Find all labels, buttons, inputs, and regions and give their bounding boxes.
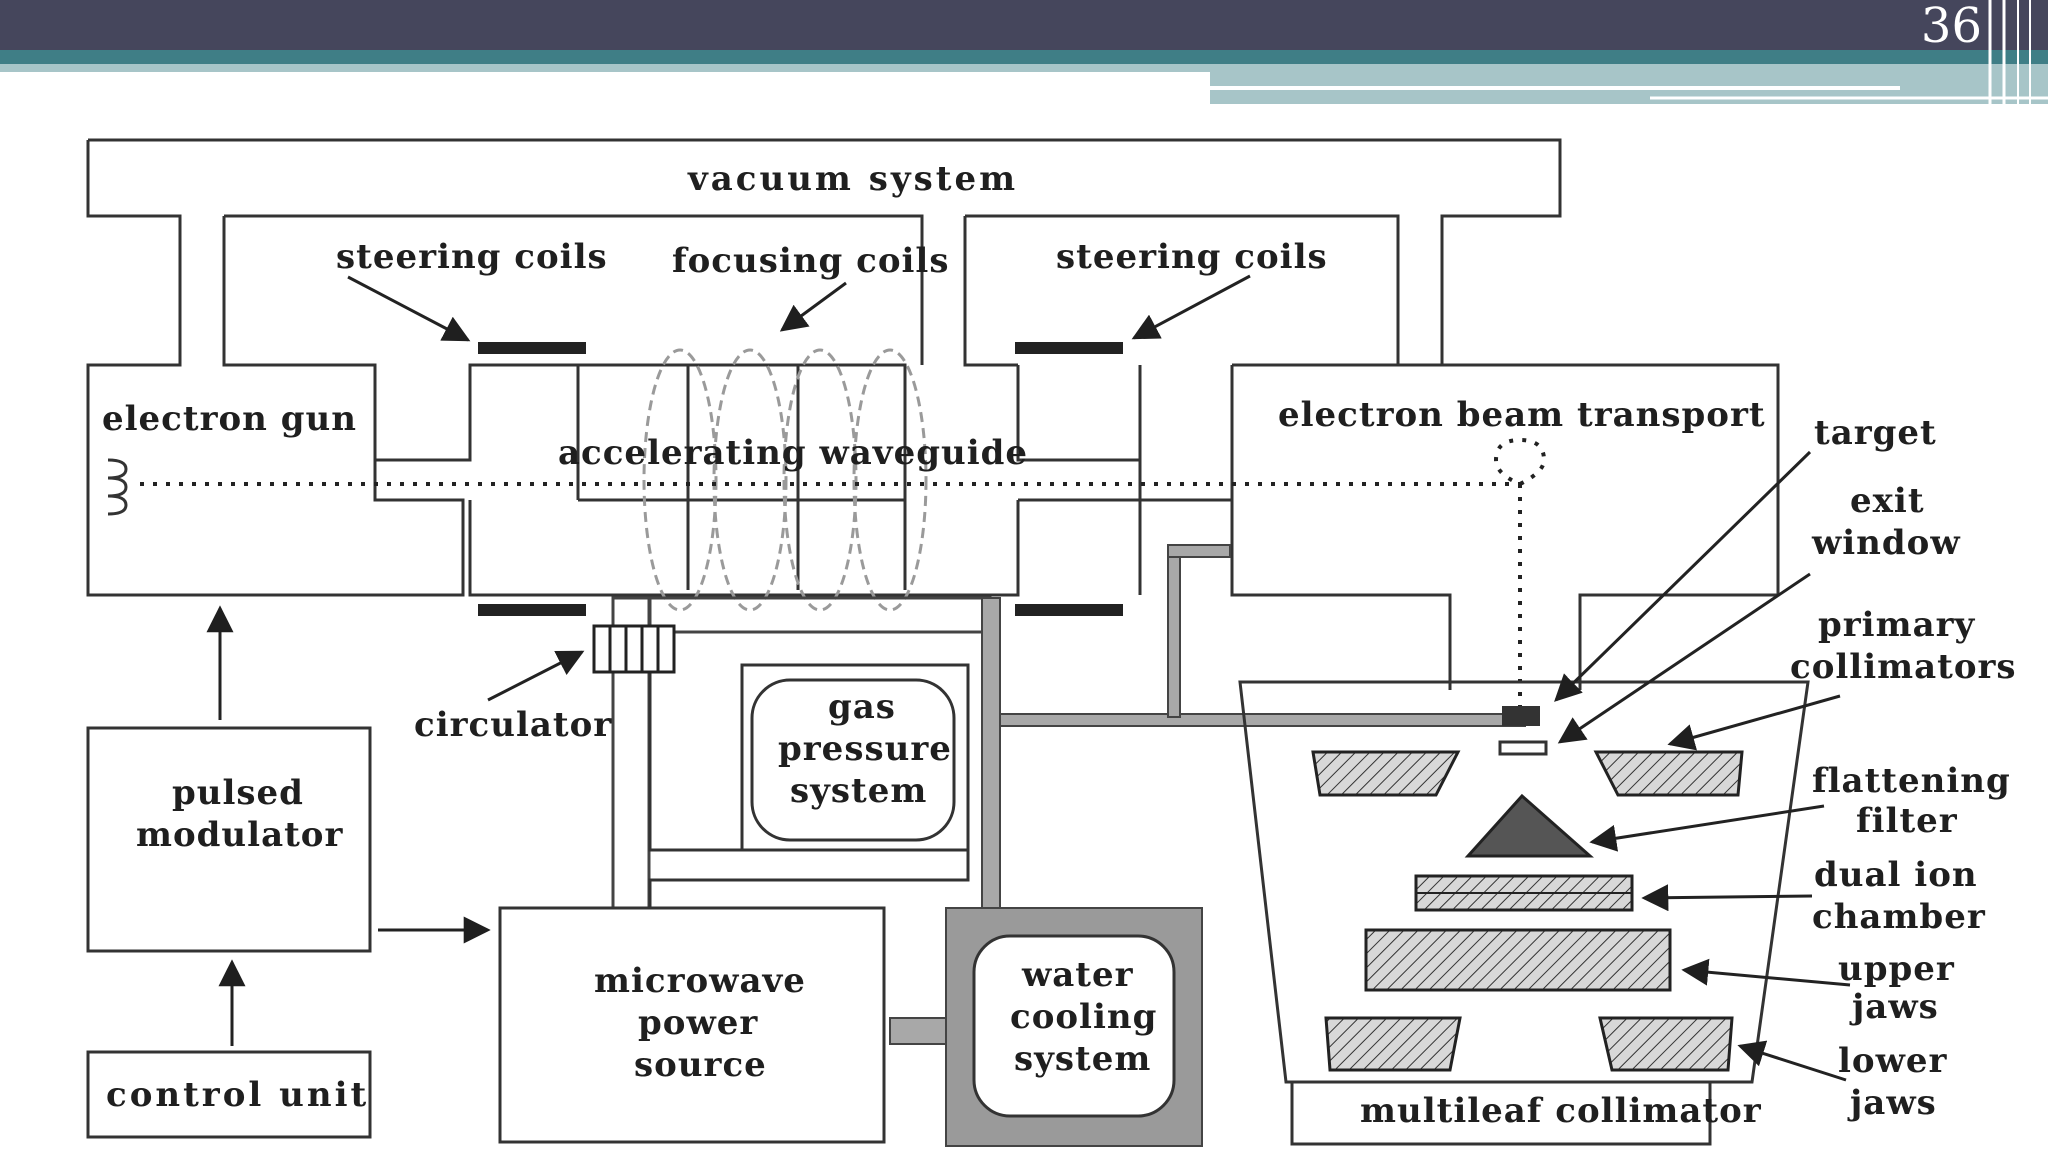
slide-header — [0, 0, 2048, 104]
label-collimators: collimators — [1790, 647, 2017, 687]
label-power: power — [638, 1003, 758, 1043]
label-microwave: microwave — [594, 961, 806, 1001]
focusing-coils — [642, 348, 928, 612]
label-flattening: flattening — [1812, 761, 2011, 801]
electron-beam-path — [140, 437, 1547, 712]
label-exit: exit — [1850, 481, 1925, 521]
slide-number: 36 — [1920, 0, 1982, 54]
primary-collimator-right — [1593, 750, 1744, 797]
label-lower-jaws: jaws — [1847, 1083, 1937, 1123]
pulsed-modulator-box — [86, 726, 372, 953]
steering-coil-right-bottom — [1015, 604, 1123, 616]
label-pulsed: pulsed — [172, 773, 304, 813]
label-lower: lower — [1838, 1041, 1947, 1081]
label-dual-ion: dual ion — [1814, 855, 1978, 895]
label-accelerating-waveguide: accelerating waveguide — [558, 433, 1028, 473]
water-pipes — [889, 544, 1526, 1045]
label-electron-gun: electron gun — [102, 399, 357, 439]
label-upper-jaws: jaws — [1849, 987, 1939, 1027]
label-target: target — [1814, 413, 1937, 453]
primary-collimator-left — [1311, 750, 1461, 797]
label-pressure: pressure — [778, 729, 952, 769]
label-vacuum-system: vacuum system — [687, 159, 1018, 199]
label-window: window — [1811, 523, 1961, 563]
exit-window — [1498, 740, 1548, 756]
label-multileaf-collimator: multileaf collimator — [1360, 1091, 1762, 1131]
label-primary: primary — [1818, 605, 1976, 645]
flattening-filter — [1464, 793, 1594, 858]
label-steering-coils-right: steering coils — [1056, 237, 1328, 277]
microwave-power-source-box — [498, 906, 886, 1144]
label-water: water — [1021, 955, 1134, 995]
treatment-head-outline — [1238, 680, 1810, 1084]
circulator-icon — [592, 624, 676, 674]
label-focusing-coils: focusing coils — [672, 241, 949, 281]
label-gas: gas — [828, 687, 896, 727]
gas-pressure-box — [750, 678, 956, 842]
lower-jaw-right — [1598, 1016, 1734, 1072]
label-upper: upper — [1838, 949, 1955, 989]
label-control-unit: control unit — [106, 1075, 369, 1115]
steering-coil-left-bottom — [478, 604, 586, 616]
steering-coil-left-top — [478, 342, 586, 354]
label-circulator: circulator — [414, 705, 612, 745]
label-source: source — [634, 1045, 767, 1085]
lower-jaw-left — [1324, 1016, 1462, 1072]
label-electron-beam-transport: electron beam transport — [1278, 395, 1766, 435]
multileaf-collimator-box — [1290, 1080, 1712, 1146]
label-cooling: cooling — [1010, 997, 1157, 1037]
label-chamber: chamber — [1812, 897, 1986, 937]
water-cooling-box — [972, 934, 1176, 1118]
upper-jaws — [1364, 928, 1672, 992]
label-water-system: system — [1014, 1039, 1151, 1079]
label-modulator: modulator — [136, 815, 343, 855]
label-filter: filter — [1856, 801, 1958, 841]
control-unit-box — [86, 1050, 372, 1139]
label-gas-system: system — [790, 771, 927, 811]
electron-gun-filament — [107, 458, 128, 516]
target-block — [1502, 706, 1540, 726]
steering-coil-right-top — [1015, 342, 1123, 354]
dual-ion-chamber — [1414, 874, 1634, 912]
label-steering-coils-left: steering coils — [336, 237, 608, 277]
